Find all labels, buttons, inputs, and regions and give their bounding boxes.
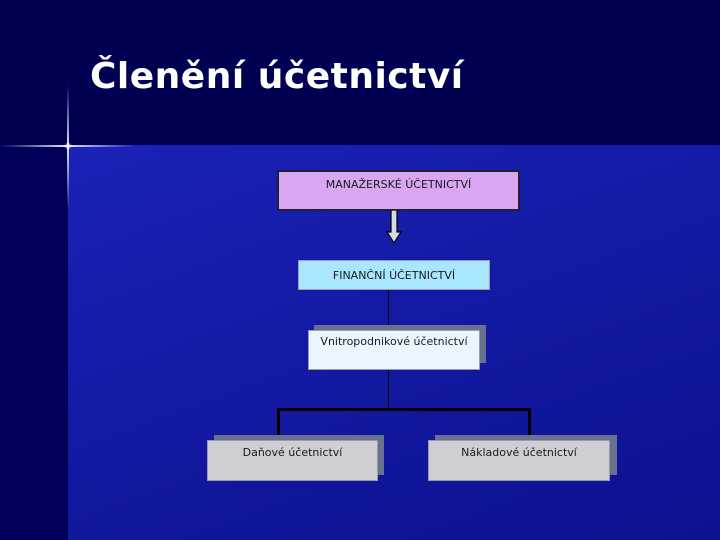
box-financial-accounting-label: FINANČNÍ ÚČETNICTVÍ	[332, 268, 456, 282]
slide-title: Členění účetnictví	[90, 56, 464, 97]
box-managerial-accounting-label: MANAŽERSKÉ ÚČETNICTVÍ	[325, 178, 472, 191]
connector-financial-internal	[388, 290, 389, 326]
connector-branch-tax	[277, 408, 280, 436]
box-managerial-accounting: MANAŽERSKÉ ÚČETNICTVÍ	[277, 170, 520, 211]
box-financial-accounting: FINANČNÍ ÚČETNICTVÍ	[298, 260, 490, 290]
header-band	[0, 0, 720, 145]
down-arrow-icon	[386, 210, 402, 244]
box-internal-accounting: Vnitropodnikové účetnictví	[308, 330, 480, 370]
box-tax-accounting: Daňové účetnictví	[207, 440, 378, 481]
box-cost-accounting-label: Nákladové účetnictví	[461, 446, 577, 459]
box-internal-accounting-label: Vnitropodnikové účetnictví	[320, 335, 468, 348]
box-cost-accounting: Nákladové účetnictví	[428, 440, 610, 481]
connector-internal-branch	[388, 370, 389, 410]
connector-horizontal-bar	[277, 408, 531, 411]
left-band	[0, 145, 68, 540]
connector-branch-cost	[528, 408, 531, 436]
box-tax-accounting-label: Daňové účetnictví	[242, 446, 343, 459]
sparkle-icon	[64, 142, 72, 150]
